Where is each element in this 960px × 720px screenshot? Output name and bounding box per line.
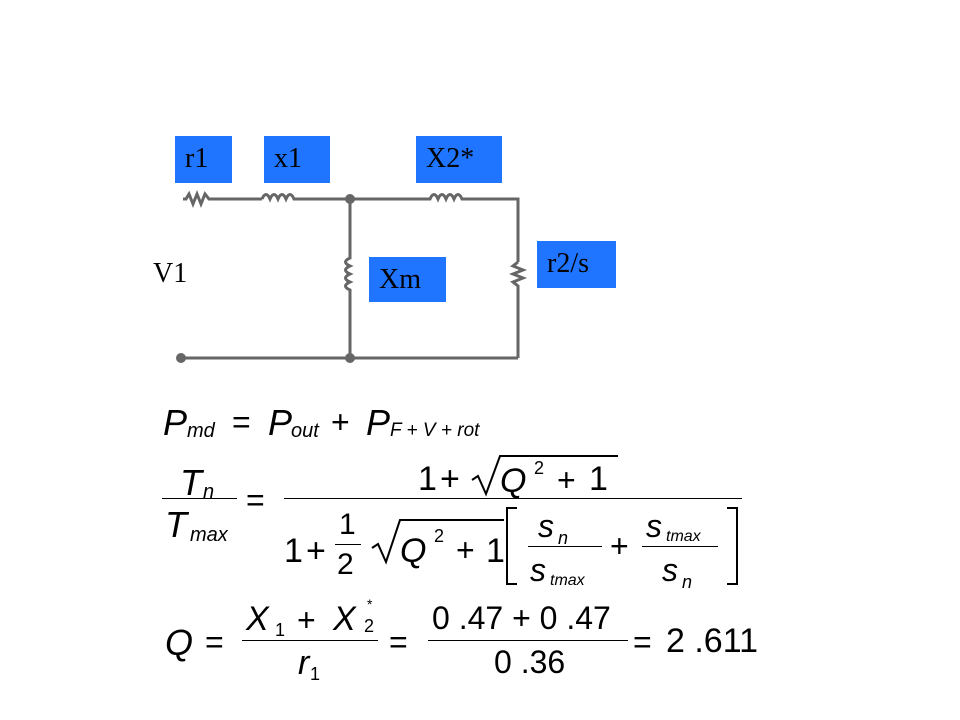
eq3-frac2-bar <box>428 640 628 641</box>
eq2-frac-left <box>162 498 237 499</box>
terminal-bottom <box>176 353 186 363</box>
eq1-equals: = <box>232 404 251 440</box>
wire-top-left <box>183 189 262 209</box>
eq1-plus: + <box>331 404 350 440</box>
eq2-inner-frac1 <box>528 546 602 547</box>
eq2-s-n2: s <box>662 552 678 588</box>
eq2-den-plus: + <box>306 532 326 570</box>
eq2-s-tmax-sub: tmax <box>550 572 585 589</box>
eq2-num-sqrt <box>471 455 618 497</box>
eq3-X1-sub: 1 <box>275 620 286 640</box>
eq2-num-plus: + <box>440 460 460 498</box>
eq2-s-tmax: s <box>530 552 546 588</box>
eq2-den-sqrt <box>371 519 504 565</box>
eq2-den-one: 1 <box>284 532 303 570</box>
eq3-X2-star: * <box>367 596 373 612</box>
eq2-half-bar <box>335 544 361 545</box>
eq2-n: n <box>203 481 215 503</box>
eq2-num-one2: 1 <box>589 460 608 498</box>
eq2-max: max <box>190 524 228 546</box>
node-bottom <box>345 353 355 363</box>
eq3-X2: X <box>333 600 356 638</box>
eq2-T-num: T <box>180 462 202 503</box>
eq2-half-den: 2 <box>337 548 354 581</box>
wire-top-right <box>348 193 520 262</box>
circuit-diagram <box>176 189 528 363</box>
eq3-num: 0 .47 + 0 .47 <box>432 600 611 636</box>
eq3-plus: + <box>297 602 316 638</box>
label-r2s: r2/s <box>537 241 616 288</box>
eq2-s-tmax2: s <box>646 508 662 544</box>
eq2-num-Q: Q <box>500 462 527 500</box>
node-top <box>345 194 355 204</box>
eq3-frac1-bar <box>242 640 378 641</box>
label-x2: X2* <box>416 136 502 183</box>
label-x1: x1 <box>264 136 330 183</box>
eq1-P2: P <box>268 402 293 443</box>
eq1-P3: P <box>366 402 391 443</box>
eq2-equals: = <box>246 482 265 518</box>
eq3-equals1: = <box>205 624 224 660</box>
eq2-inner-frac2 <box>642 546 718 547</box>
eq2-s-tmax2-sub: tmax <box>666 528 701 545</box>
eq2-den-plus2: + <box>456 532 475 568</box>
eq2-num-exp: 2 <box>534 458 545 478</box>
eq2-den-exp: 2 <box>434 526 445 546</box>
eq3-equals3: = <box>633 624 652 660</box>
eq1-md: md <box>187 420 215 442</box>
eq3-equals2: = <box>389 624 408 660</box>
eq1-out: out <box>291 420 319 442</box>
label-r1: r1 <box>175 136 232 183</box>
eq2-s-n: s <box>538 508 554 544</box>
eq2-den-Q: Q <box>400 532 427 570</box>
eq2-num-one: 1 <box>418 460 437 498</box>
eq2-T-den: T <box>165 504 187 545</box>
eq1-sub: F + V + rot <box>390 420 480 441</box>
eq3-Q: Q <box>165 622 194 663</box>
eq3-r1: r <box>298 644 310 682</box>
eq3-result: 2 .611 <box>666 622 759 660</box>
inductor-x1 <box>260 193 348 203</box>
eq2-inner-plus: + <box>610 528 629 564</box>
eq3-X2-sub: 2 <box>364 616 375 636</box>
eq2-s-n-sub: n <box>558 528 569 548</box>
resistor-r2s <box>508 260 528 358</box>
eq3-den: 0 .36 <box>494 644 566 680</box>
eq2-den-one2: 1 <box>486 532 505 570</box>
eq2-half-num: 1 <box>339 508 356 541</box>
inductor-xm <box>344 199 354 358</box>
eq2-frac-main <box>284 498 742 499</box>
label-v1: V1 <box>153 258 188 289</box>
eq1-P1: P <box>163 402 188 443</box>
eq2-s-n2-sub: n <box>682 572 693 592</box>
eq2-num-plus2: + <box>557 462 576 498</box>
eq3-X1: X <box>246 600 269 638</box>
eq3-r1-sub: 1 <box>310 664 321 684</box>
label-xm: Xm <box>369 257 446 302</box>
eq2-brackets <box>506 507 738 585</box>
